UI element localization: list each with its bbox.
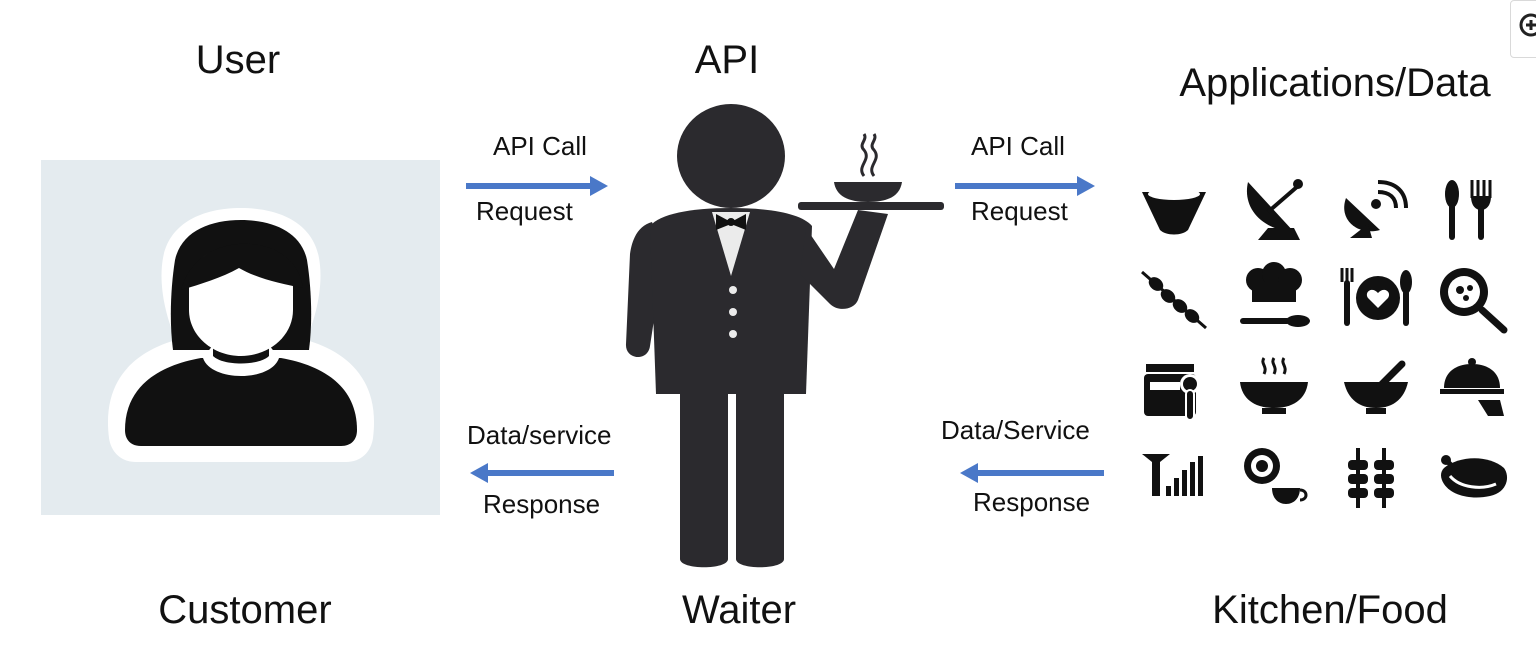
satellite-dish-icon [1246,179,1303,240]
frying-pan-icon [1440,268,1508,334]
kitchen-caption: Kitchen/Food [1212,588,1448,632]
hot-soup-bowl-icon [1240,357,1308,414]
jar-spoon-icon [1144,364,1200,421]
mortar-pestle-icon [1344,360,1408,414]
customer-caption: Customer [158,588,332,632]
skewers-icon [1348,448,1394,508]
user-title: User [195,38,281,82]
satellite-dish-signal-icon [1344,180,1408,238]
kebab-skewer-icon [1141,270,1207,330]
zoom-in-icon [1519,13,1536,37]
antenna-signal-icon [1142,454,1203,496]
applications-title: Applications/Data [1179,61,1491,105]
right-response-label: Response [973,487,1091,517]
user-avatar-icon [107,208,375,462]
left-response-label: Response [483,489,601,519]
egg-cup-icon [1244,448,1308,504]
user-panel [41,160,440,515]
left-request-label: Request [476,196,573,226]
waiter-caption: Waiter [681,588,797,632]
roast-chicken-icon [1441,455,1508,498]
right-api-call-label: API Call [971,131,1065,161]
left-api-call-label: API Call [493,131,587,161]
serving-cloche-icon [1440,358,1504,416]
chef-hat-spoon-icon [1240,262,1310,327]
left-response-arrow [470,461,615,485]
right-request-label: Request [971,196,1068,226]
left-request-arrow [464,174,609,198]
right-data-service-label: Data/Service [941,415,1090,445]
left-data-service-label: Data/service [467,420,612,450]
waiter-icon [620,104,950,574]
zoom-button[interactable] [1510,0,1536,58]
right-response-arrow [960,461,1105,485]
right-request-arrow [953,174,1098,198]
kitchen-icons-grid [1138,178,1518,518]
plate-heart-icon [1340,268,1412,326]
bowl-icon [1142,188,1206,235]
spoon-fork-icon [1445,180,1492,240]
api-title: API [694,38,760,82]
